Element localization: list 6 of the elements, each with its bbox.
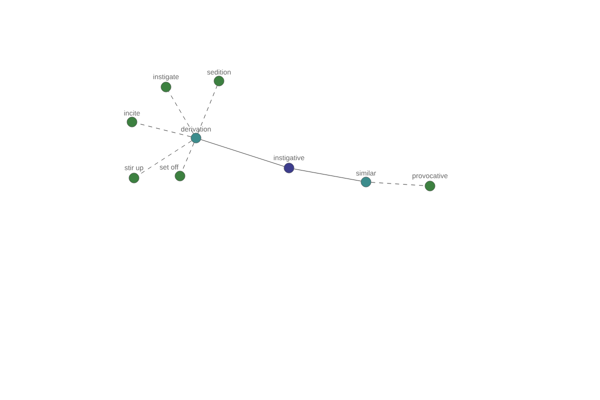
connector-line [198, 86, 218, 134]
connector-line [200, 139, 284, 167]
connector-line [371, 182, 426, 186]
connector-line [168, 91, 194, 134]
connector-line [182, 142, 194, 172]
connector-line [294, 168, 362, 182]
